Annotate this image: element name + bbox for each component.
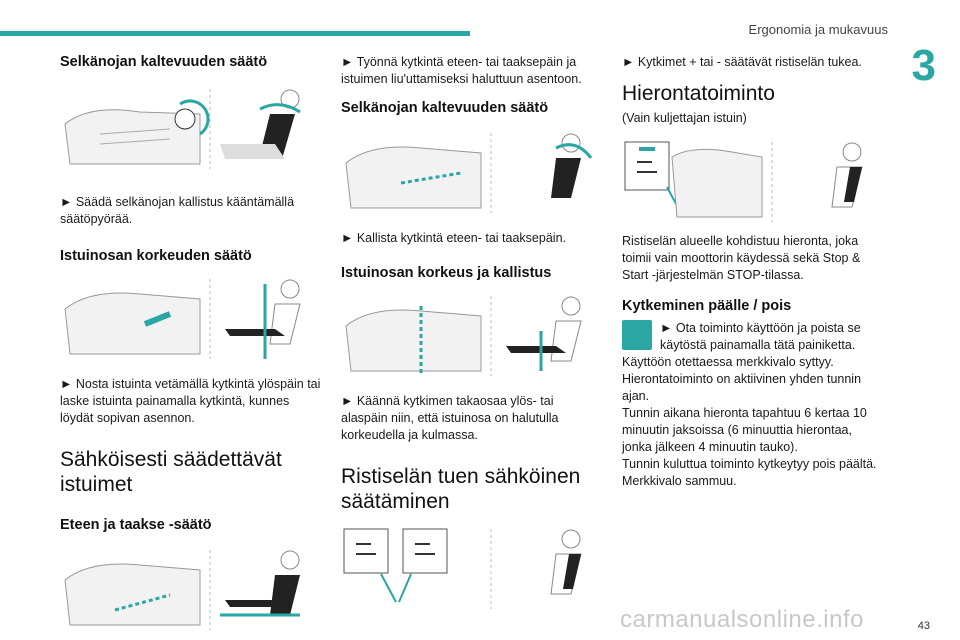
heading-height-tilt: Istuinosan korkeus ja kallistus (341, 265, 552, 281)
heading-electric: Sähköisesti säädettävät istuimet (60, 448, 282, 497)
illustration-massage (622, 137, 884, 227)
illustration-height-tilt (341, 291, 603, 381)
text-rest-0: Käyttöön otettaessa merkkivalo syttyy. (622, 355, 834, 370)
heading-forward: Eteen ja taakse -säätö (60, 517, 212, 534)
header-accent-bar (0, 31, 470, 36)
illustration-height (60, 274, 322, 364)
activate-row: ► Ota toiminto käyttöön ja poista se käy… (622, 320, 884, 354)
chapter-number: 3 (911, 41, 936, 90)
column-2: ► Työnnä kytkintä eteen- tai taaksepäin … (341, 54, 603, 614)
illustration-backrest (60, 84, 322, 174)
section-title: Ergonomia ja mukavuus (748, 22, 888, 37)
text-backrest: ► Säädä selkänojan kallistus kääntämällä… (60, 195, 295, 226)
seat-slide-icon (64, 550, 300, 631)
column-3: ► Kytkimet + tai - säätävät ristiselän t… (622, 54, 884, 490)
text-rest-2: Tunnin aikana hieronta tapahtuu 6 kertaa… (622, 406, 867, 455)
heading-backrest: Selkänojan kaltevuuden säätö (60, 54, 268, 70)
text-rest-1: Hierontatoiminto on aktiivinen yhden tun… (622, 372, 862, 404)
text-area: Ristiselän alueelle kohdistuu hieronta, … (622, 234, 861, 283)
text-push: ► Työnnä kytkintä eteen- tai taaksepäin … (341, 55, 582, 86)
illustration-lumbar (341, 524, 603, 614)
text-switches: ► Kytkimet + tai - säätävät ristiselän t… (622, 55, 862, 69)
column-1: Selkänojan kaltevuuden säätö ► Säädä sel… (60, 54, 322, 635)
seat-backrest-icon (64, 89, 301, 169)
heading-massage: Hierontatoiminto (622, 82, 775, 105)
seat-height-icon (64, 279, 301, 359)
massage-illustration-icon (624, 141, 863, 223)
text-tilt: ► Kallista kytkintä eteen- tai taaksepäi… (341, 231, 566, 245)
lumbar-icon (343, 528, 582, 610)
text-activate: ► Ota toiminto käyttöön ja poista se käy… (660, 321, 861, 353)
text-turn: ► Käännä kytkimen takaosaa ylös- tai ala… (341, 394, 559, 442)
text-rest-4: Merkkivalo sammuu. (622, 474, 737, 489)
page-number: 43 (917, 620, 930, 632)
text-height: ► Nosta istuinta vetämällä kytkintä ylös… (60, 377, 321, 425)
heading-backrest-electric: Selkänojan kaltevuuden säätö (341, 100, 549, 116)
text-rest-3: Tunnin kuluttua toiminto kytkeytyy pois … (622, 457, 877, 472)
massage-button-icon (622, 320, 652, 351)
seat-backrest-electric-icon (345, 133, 593, 213)
subtitle-massage: (Vain kuljettajan istuin) (622, 111, 747, 126)
illustration-backrest-electric (341, 128, 603, 218)
heading-lumbar: Ristiselän tuen sähköinen säätäminen (341, 465, 581, 514)
illustration-forward (60, 545, 322, 635)
seat-height-tilt-icon (345, 296, 582, 376)
watermark: carmanualsonline.info (620, 606, 864, 633)
heading-onoff: Kytkeminen päälle / pois (622, 298, 792, 315)
heading-height: Istuinosan korkeuden säätö (60, 248, 252, 264)
